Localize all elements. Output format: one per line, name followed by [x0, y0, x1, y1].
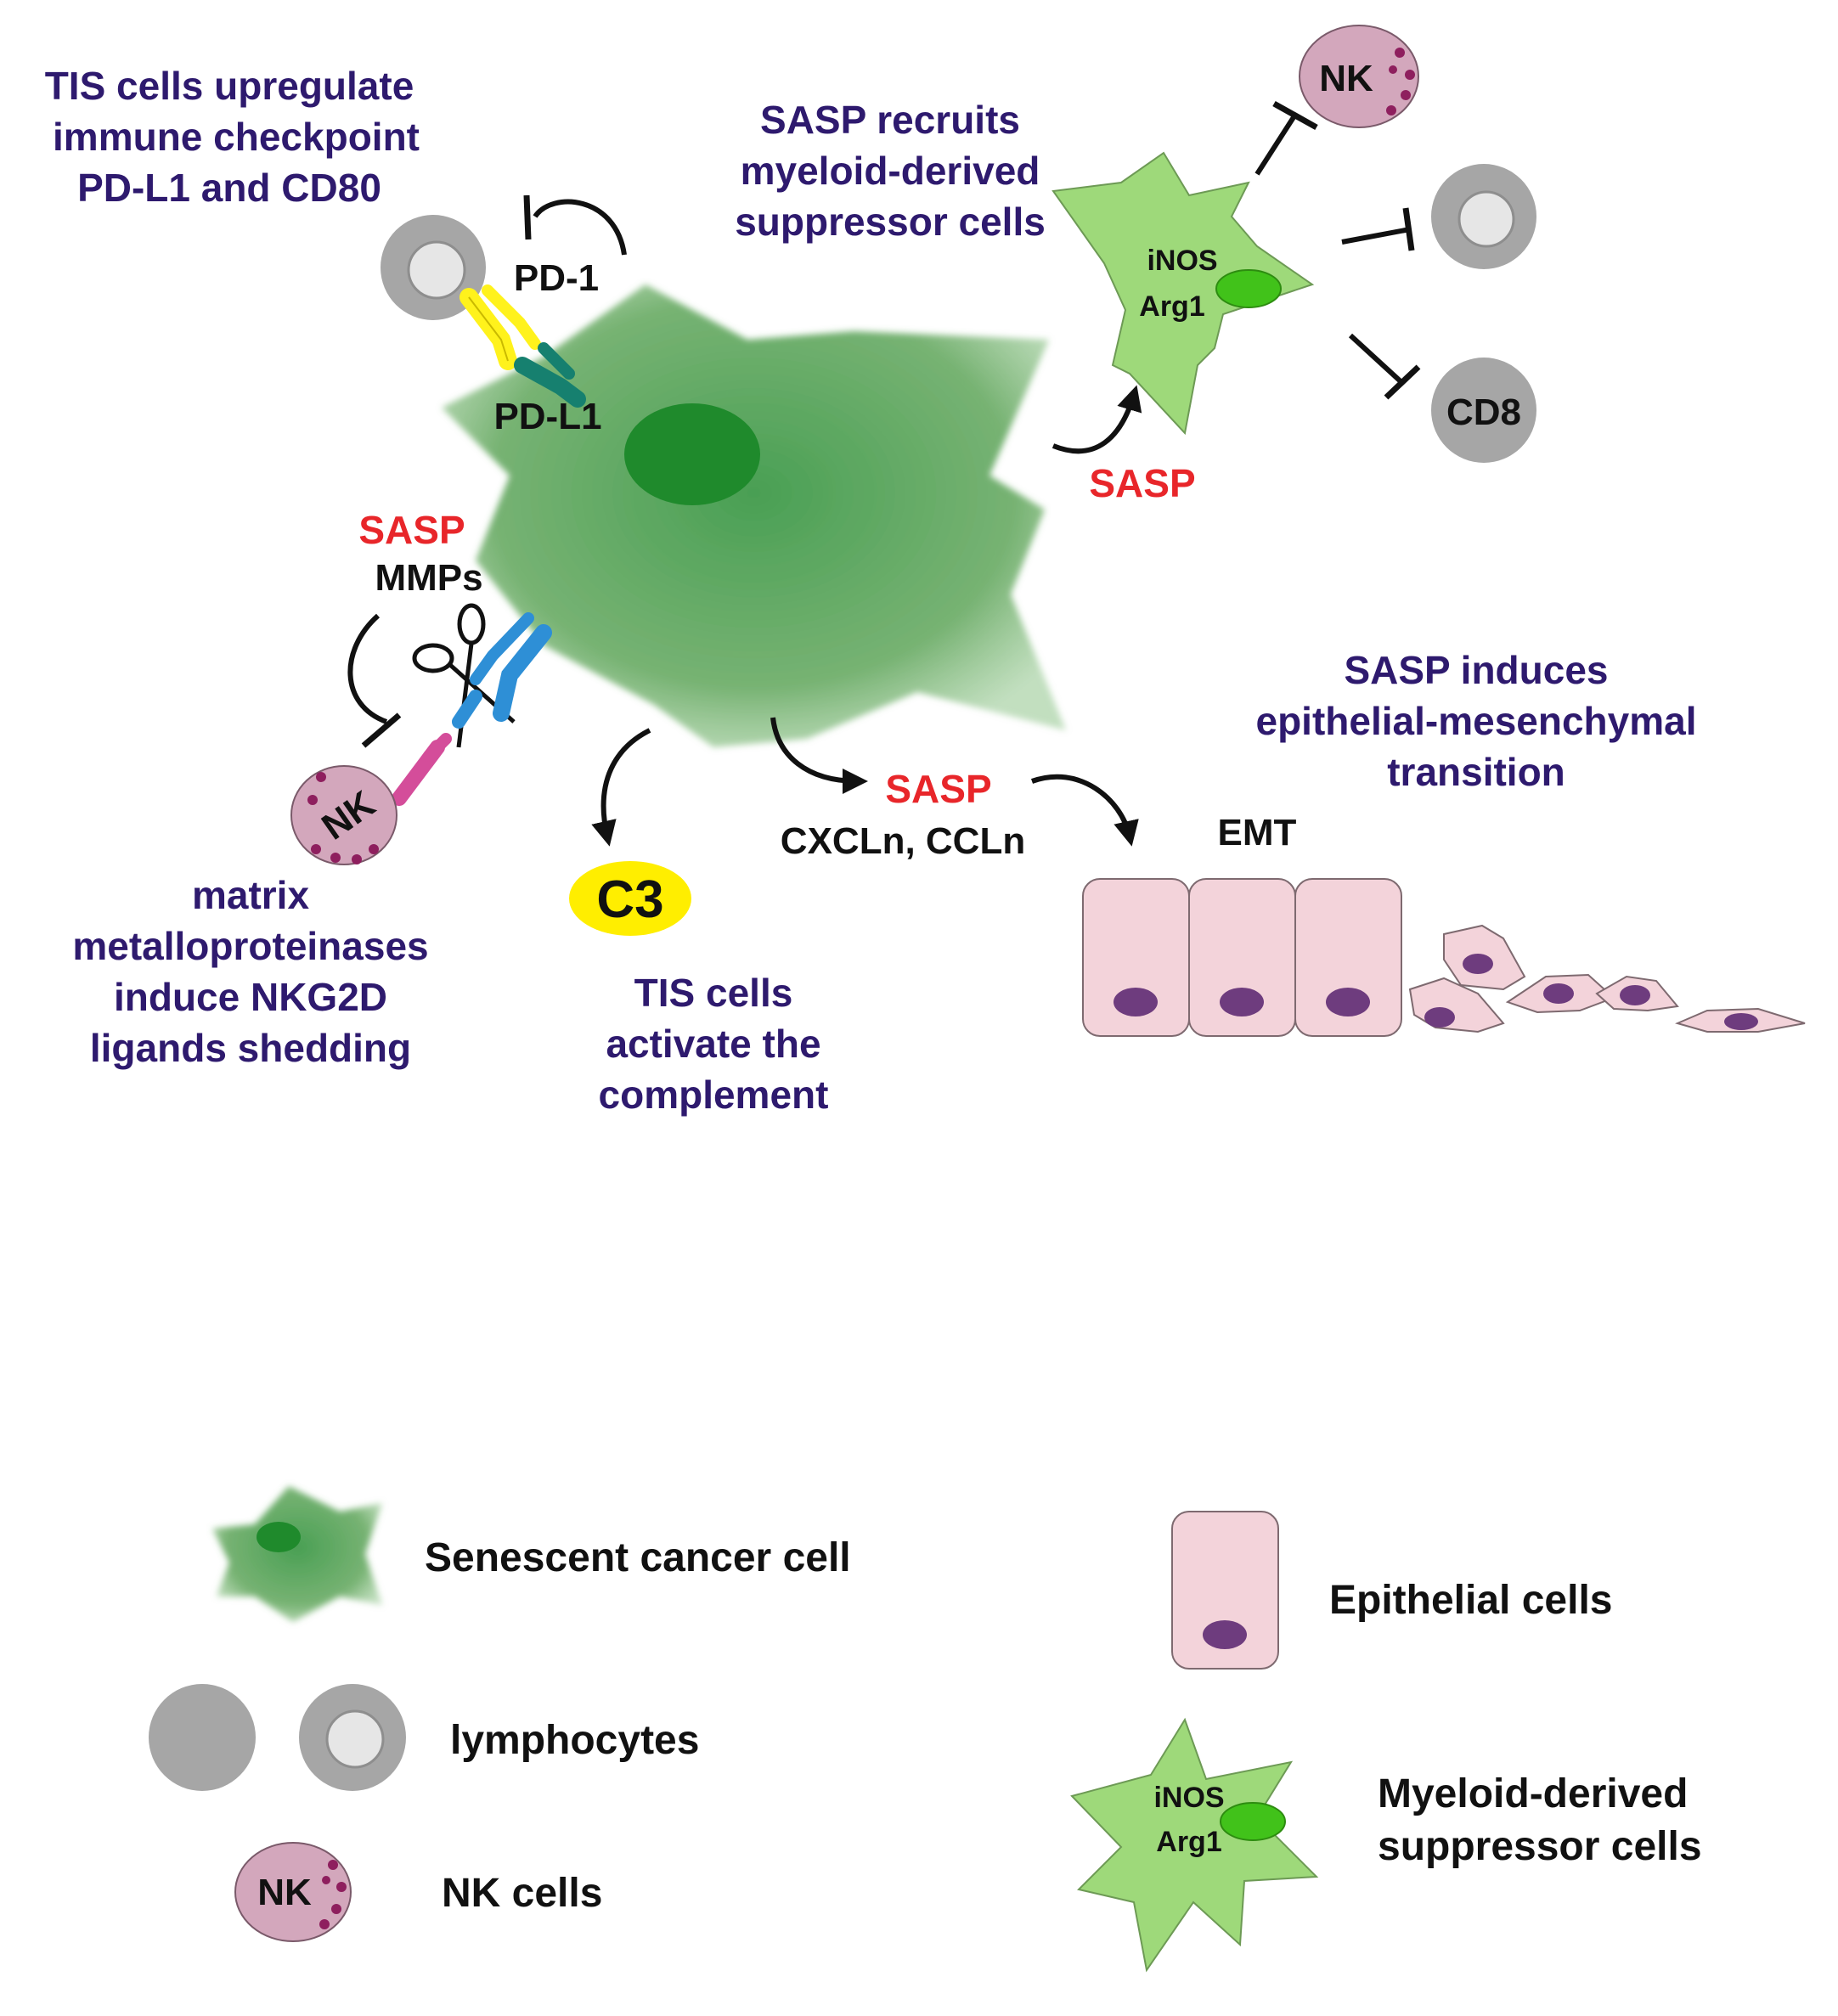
svg-text:Arg1: Arg1: [1156, 1826, 1221, 1858]
pd1-inhibition-arc: [533, 199, 627, 256]
epithelial-layer: [1082, 878, 1402, 1037]
emt-arrow: [1030, 774, 1139, 847]
svg-text:TIS cells: TIS cells: [634, 971, 793, 1015]
mdsc-inhibit-cd8: [1348, 333, 1421, 400]
svg-text:iNOS: iNOS: [1147, 245, 1217, 277]
svg-text:suppressor cells: suppressor cells: [735, 200, 1046, 244]
legend-epithelial-icon: [1171, 1511, 1279, 1670]
svg-text:NK: NK: [257, 1872, 312, 1913]
mdsc-inhibit-nk: [1254, 100, 1318, 176]
legend-senescent-icon: [212, 1486, 382, 1622]
svg-text:TIS cells upregulate: TIS cells upregulate: [45, 64, 414, 108]
svg-text:epithelial-mesenchymal: epithelial-mesenchymal: [1256, 699, 1697, 743]
nk-cell-target: NK: [1299, 25, 1419, 128]
pd1-receptor: [460, 284, 541, 370]
lymphocyte-target: [1431, 164, 1536, 269]
senescent-nucleus: [624, 403, 760, 505]
nk-cell-shedding: NK: [290, 765, 397, 865]
legend: Senescent cancer cell lymphocytes NK NK …: [149, 1486, 1702, 1973]
svg-text:C3: C3: [596, 870, 663, 929]
complement-arrow: [591, 728, 651, 847]
svg-text:immune checkpoint: immune checkpoint: [53, 115, 420, 159]
nkg2d-receptor: [392, 733, 452, 806]
svg-text:complement: complement: [599, 1073, 829, 1117]
svg-text:SASP recruits: SASP recruits: [760, 98, 1020, 142]
legend-nk-icon: NK: [234, 1842, 352, 1942]
senescent-cancer-cell: [442, 284, 1066, 747]
lymphocyte-checkpoint: [381, 215, 486, 320]
legend-mdsc-label-2: suppressor cells: [1378, 1824, 1702, 1869]
checkpoint-caption: TIS cells upregulate immune checkpoint P…: [45, 64, 420, 210]
svg-text:metalloproteinases: metalloproteinases: [72, 924, 428, 968]
emt-caption: SASP induces epithelial-mesenchymal tran…: [1256, 648, 1697, 794]
svg-text:CD8: CD8: [1446, 391, 1521, 433]
svg-text:induce NKG2D: induce NKG2D: [114, 975, 387, 1019]
legend-epithelial-label: Epithelial cells: [1329, 1578, 1612, 1623]
svg-text:ligands shedding: ligands shedding: [90, 1026, 411, 1070]
complement-caption: TIS cells activate the complement: [599, 971, 829, 1117]
sasp-mdsc-label: SASP: [1089, 461, 1195, 505]
mmp-inhibition-arc: [347, 613, 388, 724]
pd1-label: PD-1: [514, 257, 599, 299]
svg-text:myeloid-derived: myeloid-derived: [741, 149, 1040, 193]
scissors-icon: [412, 603, 516, 748]
sasp-mmp-label: SASP: [358, 508, 465, 552]
mesenchymal-cells: [1408, 924, 1806, 1033]
nkg2d-ligand: [452, 612, 552, 729]
emt-label: EMT: [1218, 812, 1297, 853]
c3-badge: C3: [569, 861, 691, 936]
cd8-lymphocyte: CD8: [1431, 358, 1536, 463]
pd1-inhibition-bar: [523, 194, 532, 240]
mmps-label: MMPs: [375, 557, 482, 599]
legend-lymphocytes-label: lymphocytes: [450, 1718, 699, 1763]
mdsc-inhibit-lymphocyte: [1341, 207, 1415, 251]
legend-nk-label: NK cells: [442, 1871, 602, 1916]
mmp-caption: matrix metalloproteinases induce NKG2D l…: [72, 873, 428, 1070]
svg-text:NK: NK: [1319, 58, 1373, 99]
pdl1-label: PD-L1: [493, 396, 601, 437]
legend-senescent-label: Senescent cancer cell: [425, 1535, 851, 1580]
legend-lymphocyte-icons: [149, 1684, 406, 1791]
chemokine-label: CXCLn, CCLn: [781, 820, 1025, 862]
mdsc-nucleus: [1215, 269, 1282, 308]
mmp-inhibition-bar: [361, 712, 402, 748]
chemokine-arrow: [770, 717, 868, 794]
pdl1-ligand: [514, 342, 586, 408]
svg-text:Arg1: Arg1: [1139, 290, 1204, 323]
sasp-chemokine-label: SASP: [885, 767, 991, 811]
legend-mdsc-icon: iNOS Arg1: [1070, 1717, 1319, 1973]
svg-text:matrix: matrix: [192, 873, 309, 917]
svg-text:activate the: activate the: [606, 1022, 820, 1066]
svg-text:SASP induces: SASP induces: [1344, 648, 1608, 692]
svg-text:PD-L1 and CD80: PD-L1 and CD80: [77, 166, 381, 210]
mdsc-cell: iNOS Arg1: [1051, 151, 1315, 436]
mdsc-recruit-arrow: [1051, 385, 1142, 454]
svg-text:transition: transition: [1387, 750, 1565, 794]
legend-mdsc-label-1: Myeloid-derived: [1378, 1771, 1688, 1816]
svg-text:iNOS: iNOS: [1153, 1782, 1224, 1814]
mdsc-recruit-caption: SASP recruits myeloid-derived suppressor…: [735, 98, 1046, 244]
